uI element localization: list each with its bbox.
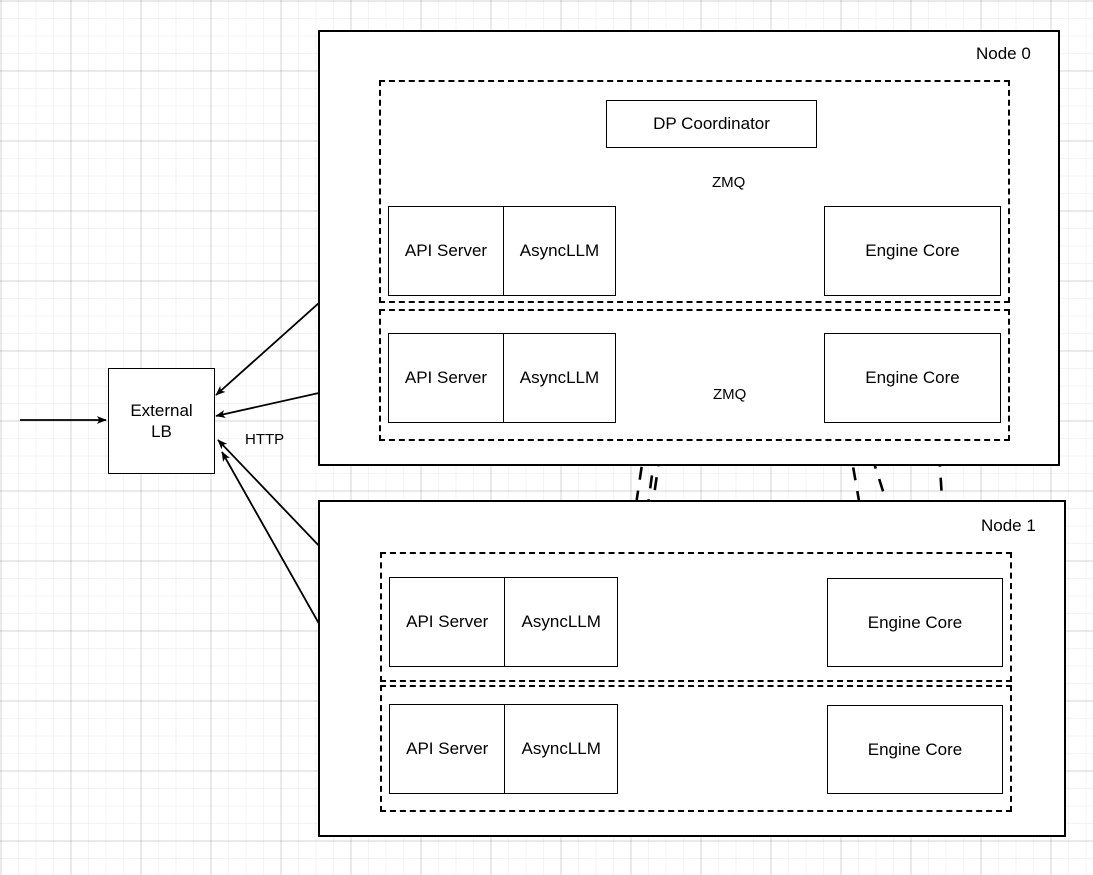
async-llm-cell: AsyncLLM xyxy=(521,739,601,758)
node-0-rank-0-group xyxy=(379,80,1010,303)
node-0-label: Node 0 xyxy=(976,44,1031,63)
dp-coordinator-box[interactable]: DP Coordinator xyxy=(606,100,817,148)
node-1-rank-1-group xyxy=(380,685,1012,812)
async-llm-cell: AsyncLLM xyxy=(519,368,600,387)
node-1-rank-1-server-box[interactable]: API Server AsyncLLM xyxy=(389,704,618,794)
async-llm-cell: AsyncLLM xyxy=(519,241,600,260)
api-server-cell: API Server xyxy=(390,705,506,793)
node-1-rank-0-engine-core-box[interactable]: Engine Core xyxy=(827,578,1003,667)
node-0-rank-0-server-box[interactable]: API Server AsyncLLM xyxy=(388,206,616,296)
node-0-rank-0-engine-core-box[interactable]: Engine Core xyxy=(824,206,1001,296)
node-0-rank-1-group xyxy=(379,309,1010,441)
api-server-cell: API Server xyxy=(389,207,504,295)
node-0-rank-1-server-box[interactable]: API Server AsyncLLM xyxy=(388,333,616,423)
node-1-rank-0-group xyxy=(380,552,1012,682)
external-lb-box[interactable]: External LB xyxy=(108,368,215,474)
api-server-cell: API Server xyxy=(389,334,504,422)
node-1-rank-1-engine-core-box[interactable]: Engine Core xyxy=(827,705,1003,794)
node-1-rank-0-server-box[interactable]: API Server AsyncLLM xyxy=(389,577,618,667)
node-0-rank-1-engine-core-box[interactable]: Engine Core xyxy=(824,333,1001,423)
async-llm-cell: AsyncLLM xyxy=(521,612,601,631)
zmq-label-bottom: ZMQ xyxy=(713,386,747,403)
zmq-label-top: ZMQ xyxy=(712,174,746,191)
node-1-label: Node 1 xyxy=(981,516,1036,535)
api-server-cell: API Server xyxy=(390,578,506,666)
http-edge-label: HTTP xyxy=(245,431,285,448)
